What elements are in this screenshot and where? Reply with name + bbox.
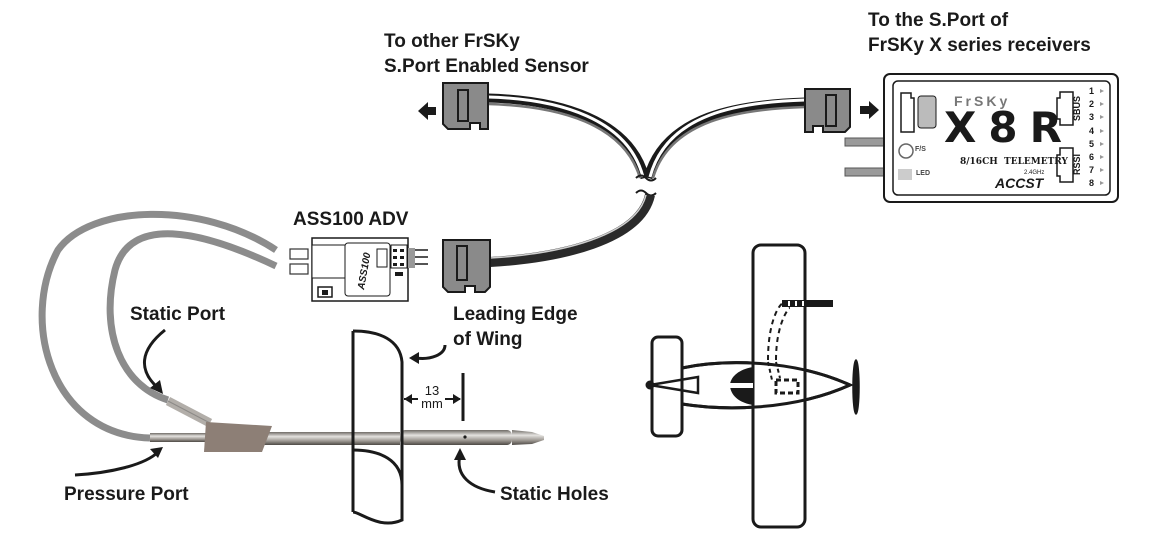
wire-break-symbol bbox=[635, 174, 657, 197]
receiver-channel: 3 bbox=[1089, 112, 1095, 123]
label-receiver-port-line-1: To the S.Port of bbox=[868, 10, 1009, 31]
receiver-model: X8R bbox=[944, 103, 1074, 152]
label-static-holes: Static Holes bbox=[500, 484, 609, 505]
label-leading-edge-line-2: of Wing bbox=[453, 329, 523, 350]
receiver-channel: 8 bbox=[1089, 178, 1095, 189]
receiver-sbus-label: SBUS bbox=[1072, 96, 1082, 122]
label-leading-edge: Leading Edge of Wing bbox=[453, 302, 578, 352]
receiver-subtitle: 8/16CH TELEMETRY bbox=[960, 157, 1068, 167]
callout-arrows bbox=[74, 328, 496, 494]
connector-right bbox=[804, 88, 851, 133]
label-pressure-port: Pressure Port bbox=[64, 484, 189, 505]
receiver-channel: 7 bbox=[1089, 165, 1095, 176]
receiver-x8r bbox=[844, 73, 1119, 203]
label-static-port: Static Port bbox=[130, 304, 226, 325]
pressure-tubes bbox=[38, 210, 278, 442]
dimension-unit: mm bbox=[421, 396, 443, 411]
receiver-channel: 1 bbox=[1089, 86, 1095, 96]
receiver-channel: 2 bbox=[1089, 99, 1095, 110]
label-sensor-name: ASS100 ADV bbox=[293, 209, 409, 230]
receiver-frequency: 2.4GHz bbox=[1024, 170, 1045, 176]
arrow-static-port bbox=[142, 328, 166, 390]
arrow-right-icon bbox=[860, 101, 879, 119]
label-other-sensor: To other FrSKy S.Port Enabled Sensor bbox=[384, 29, 589, 79]
arrow-static-holes bbox=[457, 454, 496, 494]
wire-to-sensor bbox=[489, 193, 655, 267]
arrow-left-icon bbox=[418, 102, 436, 120]
label-other-sensor-line-2: S.Port Enabled Sensor bbox=[384, 56, 589, 77]
wire-to-receiver bbox=[643, 97, 806, 180]
label-leading-edge-line-1: Leading Edge bbox=[453, 304, 578, 325]
receiver-protocol: ACCST bbox=[995, 175, 1044, 191]
receiver-rssi-label: RSSI bbox=[1072, 154, 1082, 176]
receiver-led-label: LED bbox=[916, 170, 930, 177]
connector-left bbox=[442, 82, 489, 130]
receiver-channel: 5 bbox=[1089, 138, 1095, 149]
receiver-channel: 4 bbox=[1089, 125, 1095, 136]
dimension-label: 13 mm bbox=[417, 384, 447, 410]
label-receiver-port-line-2: FrSKy X series receivers bbox=[868, 35, 1091, 56]
receiver-channel: 6 bbox=[1089, 152, 1095, 163]
airplane-top-view bbox=[645, 243, 860, 529]
dimension-marker bbox=[404, 373, 465, 421]
sensor-ass100: ASS100 bbox=[289, 237, 428, 302]
receiver-brand: FrSKy bbox=[954, 93, 1011, 109]
label-receiver-port: To the S.Port of FrSKy X series receiver… bbox=[868, 8, 1091, 58]
connector-sensor bbox=[442, 239, 491, 293]
receiver-fs-label: F/S bbox=[915, 146, 926, 153]
wire-to-other-sensor bbox=[487, 93, 650, 180]
arrow-leading-edge bbox=[415, 344, 447, 360]
wing-profile bbox=[351, 329, 404, 525]
dimension-value: 13 bbox=[424, 383, 440, 398]
arrow-pressure-port bbox=[74, 450, 160, 477]
pitot-probe bbox=[150, 397, 544, 452]
label-other-sensor-line-1: To other FrSKy bbox=[384, 31, 520, 52]
receiver-channel-list: 1 2 3 4 5 6 7 8 bbox=[1089, 85, 1094, 191]
callout-arrowheads bbox=[150, 352, 466, 460]
